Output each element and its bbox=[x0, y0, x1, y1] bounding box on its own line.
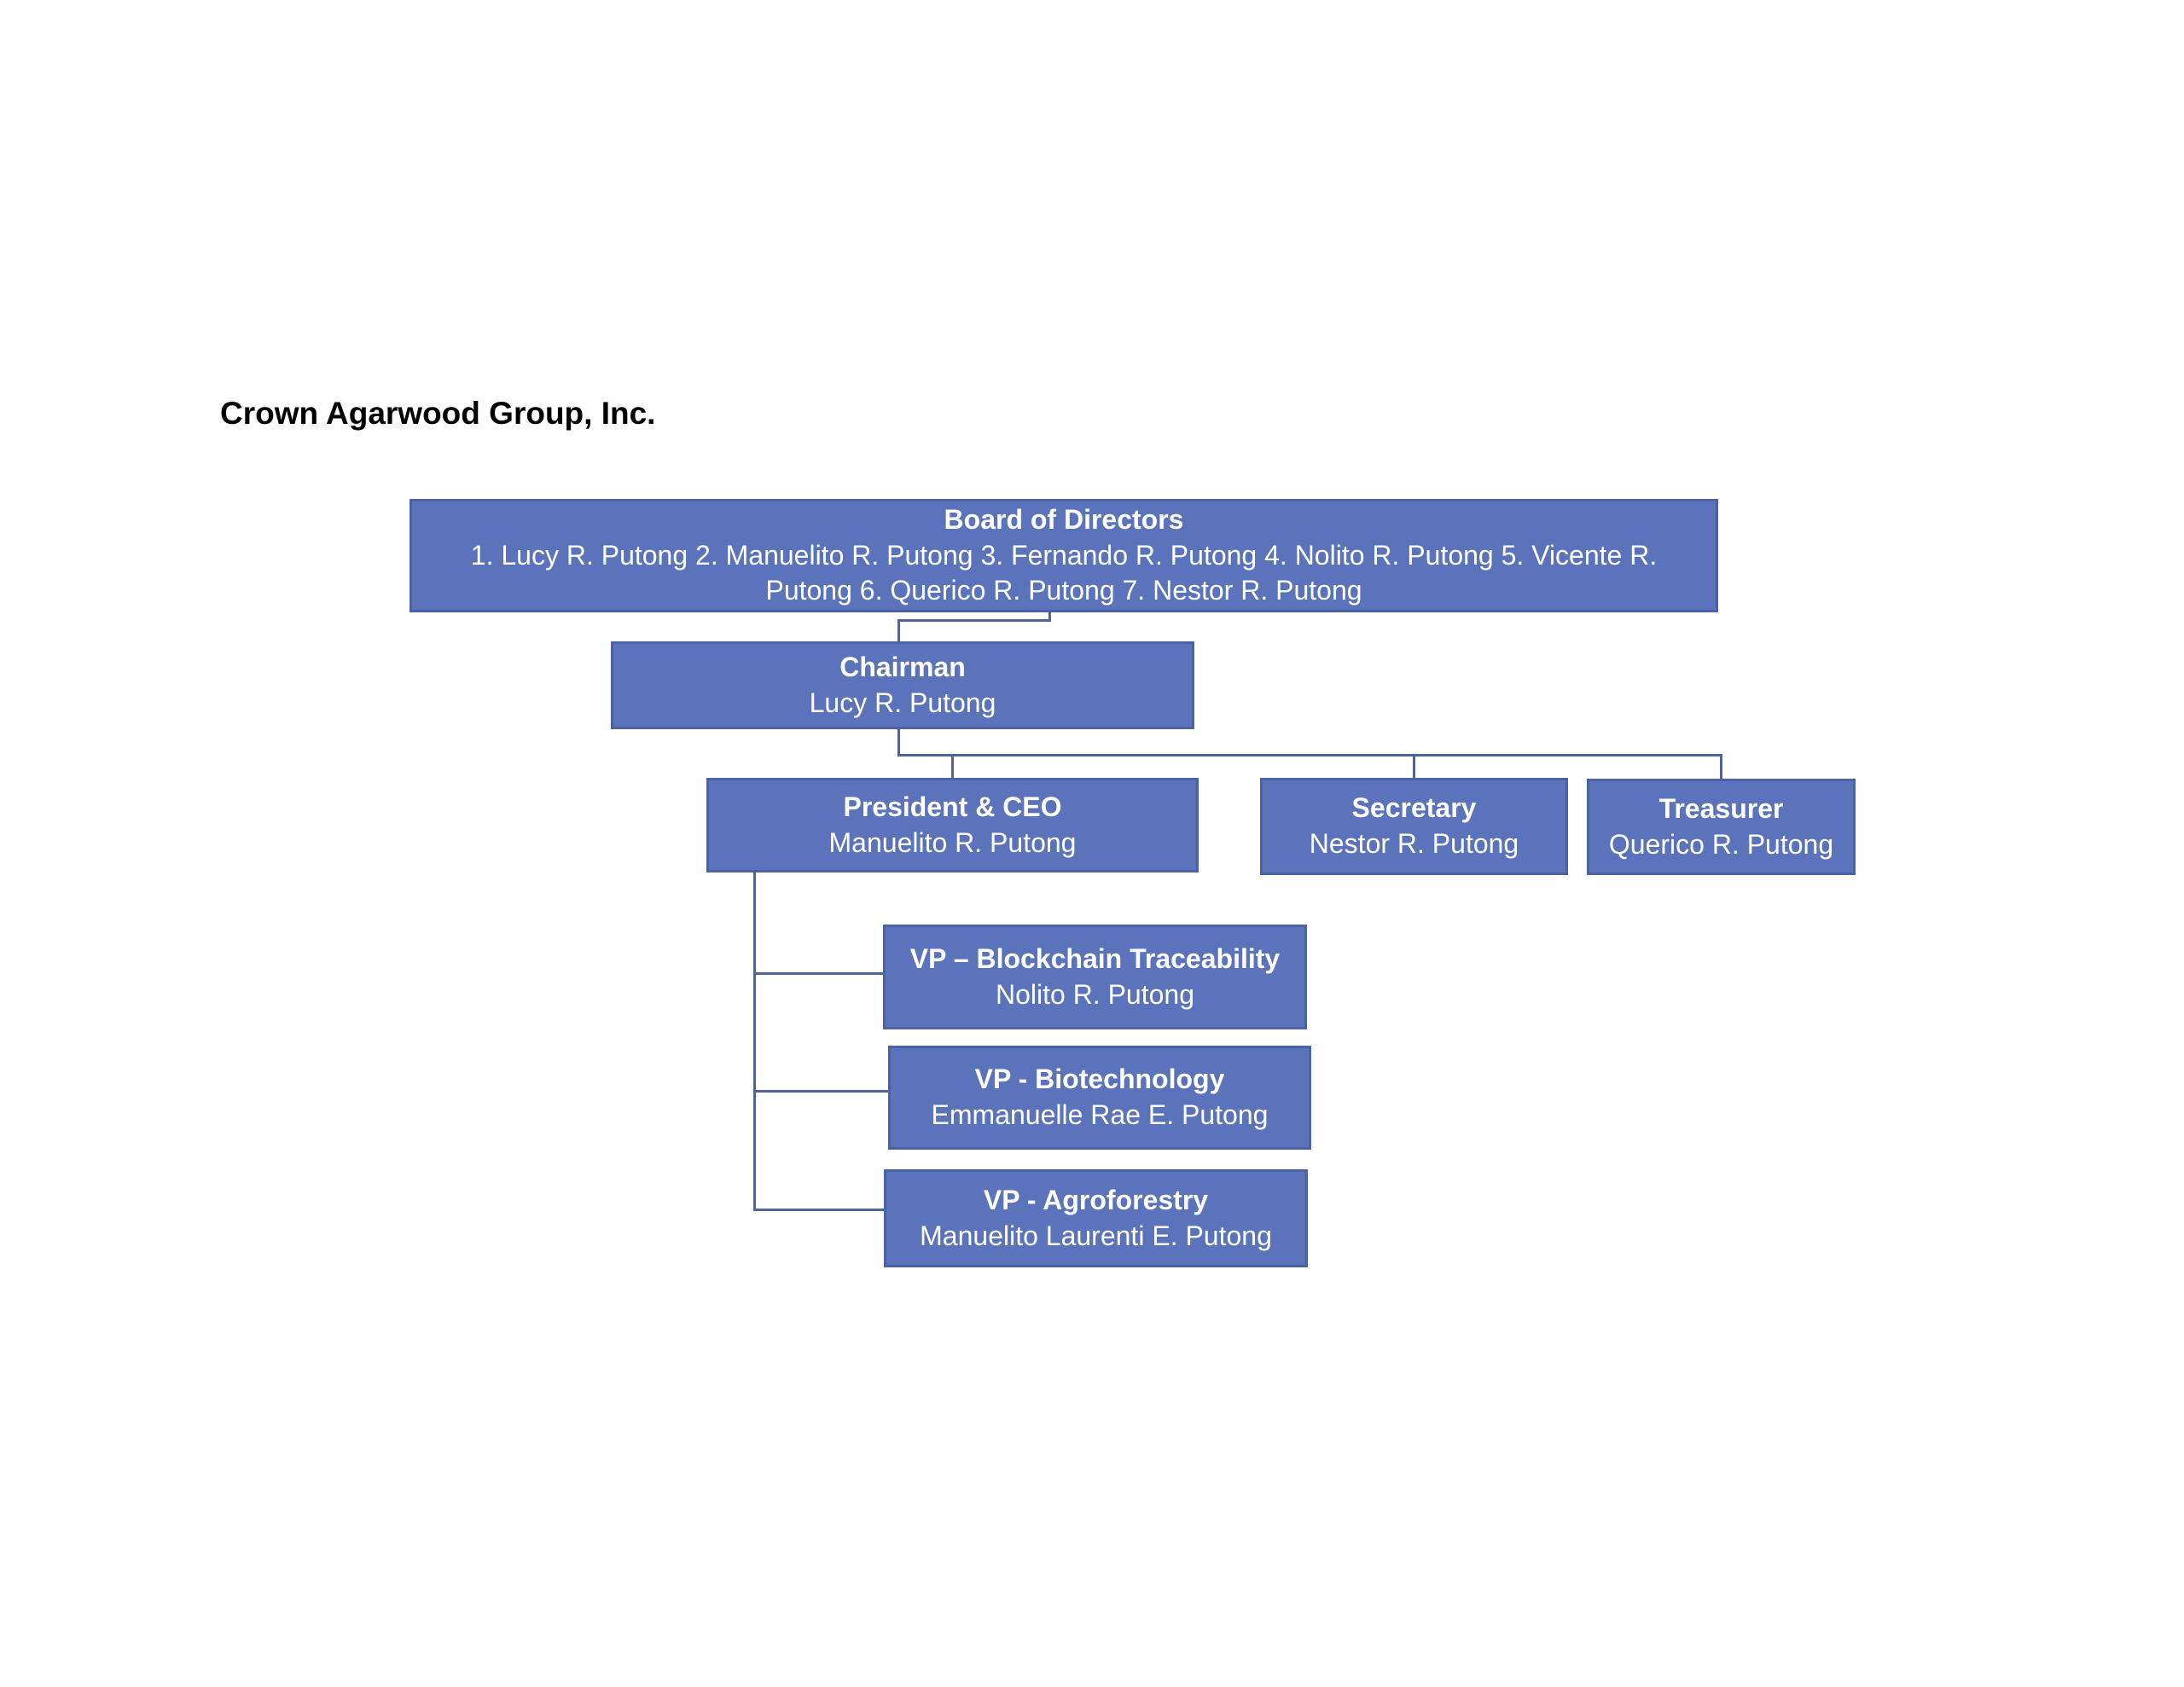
connector-officers-horizontal bbox=[897, 754, 1722, 757]
org-node-president-ceo: President & CEO Manuelito R. Putong bbox=[706, 778, 1199, 872]
connector-vp-bracket-vertical bbox=[753, 870, 756, 1211]
node-name: Nestor R. Putong bbox=[1309, 828, 1519, 859]
connector-vp-blockchain-branch bbox=[753, 972, 886, 975]
connector-vp-biotechnology-branch bbox=[753, 1090, 891, 1093]
node-name: Manuelito Laurenti E. Putong bbox=[920, 1220, 1272, 1251]
connector-president-drop bbox=[951, 754, 954, 780]
org-node-vp-biotechnology: VP - Biotechnology Emmanuelle Rae E. Put… bbox=[888, 1046, 1311, 1150]
node-role: President & CEO bbox=[843, 791, 1062, 822]
node-role: Treasurer bbox=[1658, 792, 1784, 824]
node-name: Querico R. Putong bbox=[1608, 828, 1834, 860]
connector-chairman-drop bbox=[897, 728, 900, 757]
connector-treasurer-drop bbox=[1720, 754, 1722, 781]
page-title: Crown Agarwood Group, Inc. bbox=[220, 396, 656, 431]
node-members: 1. Lucy R. Putong 2. Manuelito R. Putong… bbox=[470, 539, 1658, 606]
node-role: Board of Directors bbox=[944, 504, 1184, 536]
node-name: Lucy R. Putong bbox=[809, 687, 996, 718]
org-node-vp-blockchain-traceability: VP – Blockchain Traceability Nolito R. P… bbox=[883, 925, 1307, 1029]
org-node-treasurer: Treasurer Querico R. Putong bbox=[1587, 779, 1856, 875]
node-role: VP - Agroforestry bbox=[983, 1184, 1209, 1215]
org-node-vp-agroforestry: VP - Agroforestry Manuelito Laurenti E. … bbox=[884, 1169, 1308, 1267]
org-node-secretary: Secretary Nestor R. Putong bbox=[1260, 778, 1568, 875]
node-role: VP - Biotechnology bbox=[974, 1064, 1225, 1095]
org-node-board-of-directors: Board of Directors 1. Lucy R. Putong 2. … bbox=[410, 499, 1718, 612]
node-role: Secretary bbox=[1351, 792, 1477, 824]
connector-board-chairman-drop bbox=[897, 619, 900, 644]
connector-board-chairman-stub bbox=[1048, 610, 1051, 622]
node-name: Manuelito R. Putong bbox=[828, 826, 1077, 858]
node-name: Emmanuelle Rae E. Putong bbox=[931, 1099, 1269, 1130]
connector-secretary-drop bbox=[1413, 754, 1415, 780]
node-role: Chairman bbox=[839, 651, 966, 682]
org-node-chairman: Chairman Lucy R. Putong bbox=[611, 641, 1194, 729]
connector-board-chairman-horizontal bbox=[897, 619, 1051, 622]
node-name: Nolito R. Putong bbox=[995, 978, 1194, 1010]
node-role: VP – Blockchain Traceability bbox=[909, 942, 1281, 974]
connector-vp-agroforestry-branch bbox=[753, 1209, 886, 1211]
